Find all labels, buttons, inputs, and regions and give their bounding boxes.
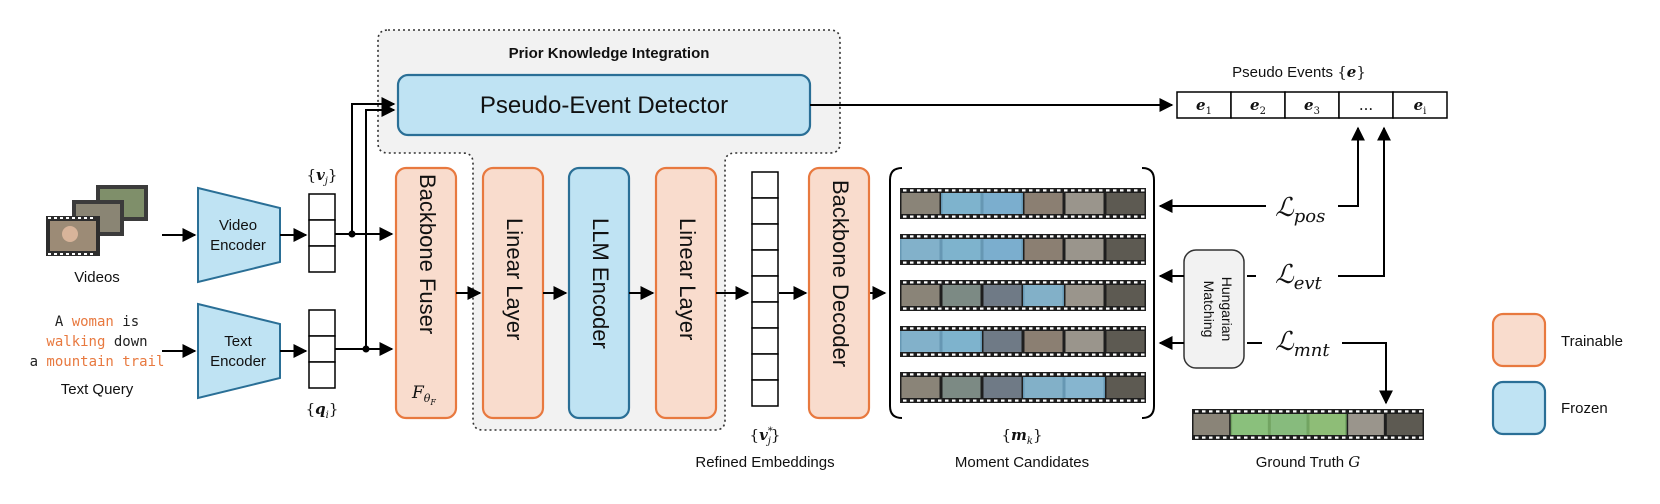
legend-trainable-swatch [1491,312,1547,368]
pseudo-event-detector-label: Pseudo-Event Detector [480,92,728,119]
query-line-3: a mountain trail [30,354,165,370]
moment-candidate-4 [900,326,1146,357]
moment-bracket-right [1141,167,1155,419]
text-encoder-label-2: Encoder [210,353,266,370]
text-query-label: Text Query [61,381,134,398]
pseudo-event-cell-label: ... [1359,96,1373,114]
video-encoder-label-1: Video [219,217,257,234]
prior-knowledge-title: Prior Knowledge Integration [509,45,710,62]
loss-evt: ℒevt [1275,260,1323,294]
backbone-decoder-label: Backbone Decoder [828,180,853,367]
moment-candidate-5 [900,372,1146,403]
text-encoder-block [197,302,281,400]
linear-layer-2-label: Linear Layer [675,218,700,340]
backbone-fuser-label: Backbone Fuser [415,174,440,334]
ground-truth-strip [1192,409,1424,440]
query-token-label: {qi} [306,400,339,421]
pseudo-event-cell-3: e3 [1284,91,1340,119]
linear-layer-1-label: Linear Layer [502,218,527,340]
pseudo-event-cells: e1 e2 e3... ei [1176,91,1448,119]
query-token-stack [308,309,336,389]
text-encoder-label-1: Text [224,333,252,350]
hungarian-label-2: Matching [1201,281,1217,338]
backbone-decoder-block [807,166,871,420]
legend-frozen-swatch [1491,380,1547,436]
video-token-label: {vj} [307,166,338,187]
pseudo-event-cell-label: e2 [1250,96,1266,117]
loss-mnt: ℒmnt [1275,327,1330,361]
ground-truth-film [1192,409,1424,440]
pseudo-event-cell-label: ei [1414,96,1427,117]
pseudo-event-cell-4: ... [1338,91,1394,119]
hungarian-matching-block [1183,249,1245,369]
moment-symbol: {mk} [1001,426,1042,447]
moment-candidate-2 [900,234,1146,265]
hungarian-label-1: Hungarian [1219,277,1235,342]
llm-encoder-label: LLM Encoder [588,218,613,349]
pseudo-events-title: Pseudo Events {e} [1232,63,1366,81]
refined-embeddings-label: Refined Embeddings [695,454,834,471]
video-encoder-block [197,186,281,284]
pseudo-event-cell-2: e2 [1230,91,1286,119]
pseudo-event-cell-label: e3 [1304,96,1320,117]
moment-candidates-label: Moment Candidates [955,454,1089,471]
video-frames-icon [46,185,148,256]
query-line-1: A woman is [55,314,139,330]
pseudo-event-cell-1: e1 [1176,91,1232,119]
pseudo-event-cell-5: ei [1392,91,1448,119]
junction-dot-query [362,345,370,353]
legend-frozen-label: Frozen [1561,400,1608,417]
moment-candidate-1 [900,188,1146,219]
ground-truth-label: Ground Truth G [1256,453,1361,471]
moment-candidate-3 [900,280,1146,311]
fuser-symbol: FθF [411,383,436,407]
moment-bracket-left [889,167,903,419]
moment-candidates [900,188,1146,403]
pseudo-event-cell-label: e1 [1196,96,1212,117]
refined-embedding-stack [751,171,779,407]
junction-dot-video [348,230,356,238]
video-encoder-label-2: Encoder [210,237,266,254]
loss-arrows [1158,126,1393,405]
videos-label: Videos [74,269,120,286]
query-line-2: walking down [46,334,147,350]
loss-pos: ℒpos [1275,193,1325,227]
refined-embedding-symbol: {v*j} [750,426,781,447]
video-token-stack [308,193,336,273]
legend-trainable-label: Trainable [1561,333,1623,350]
